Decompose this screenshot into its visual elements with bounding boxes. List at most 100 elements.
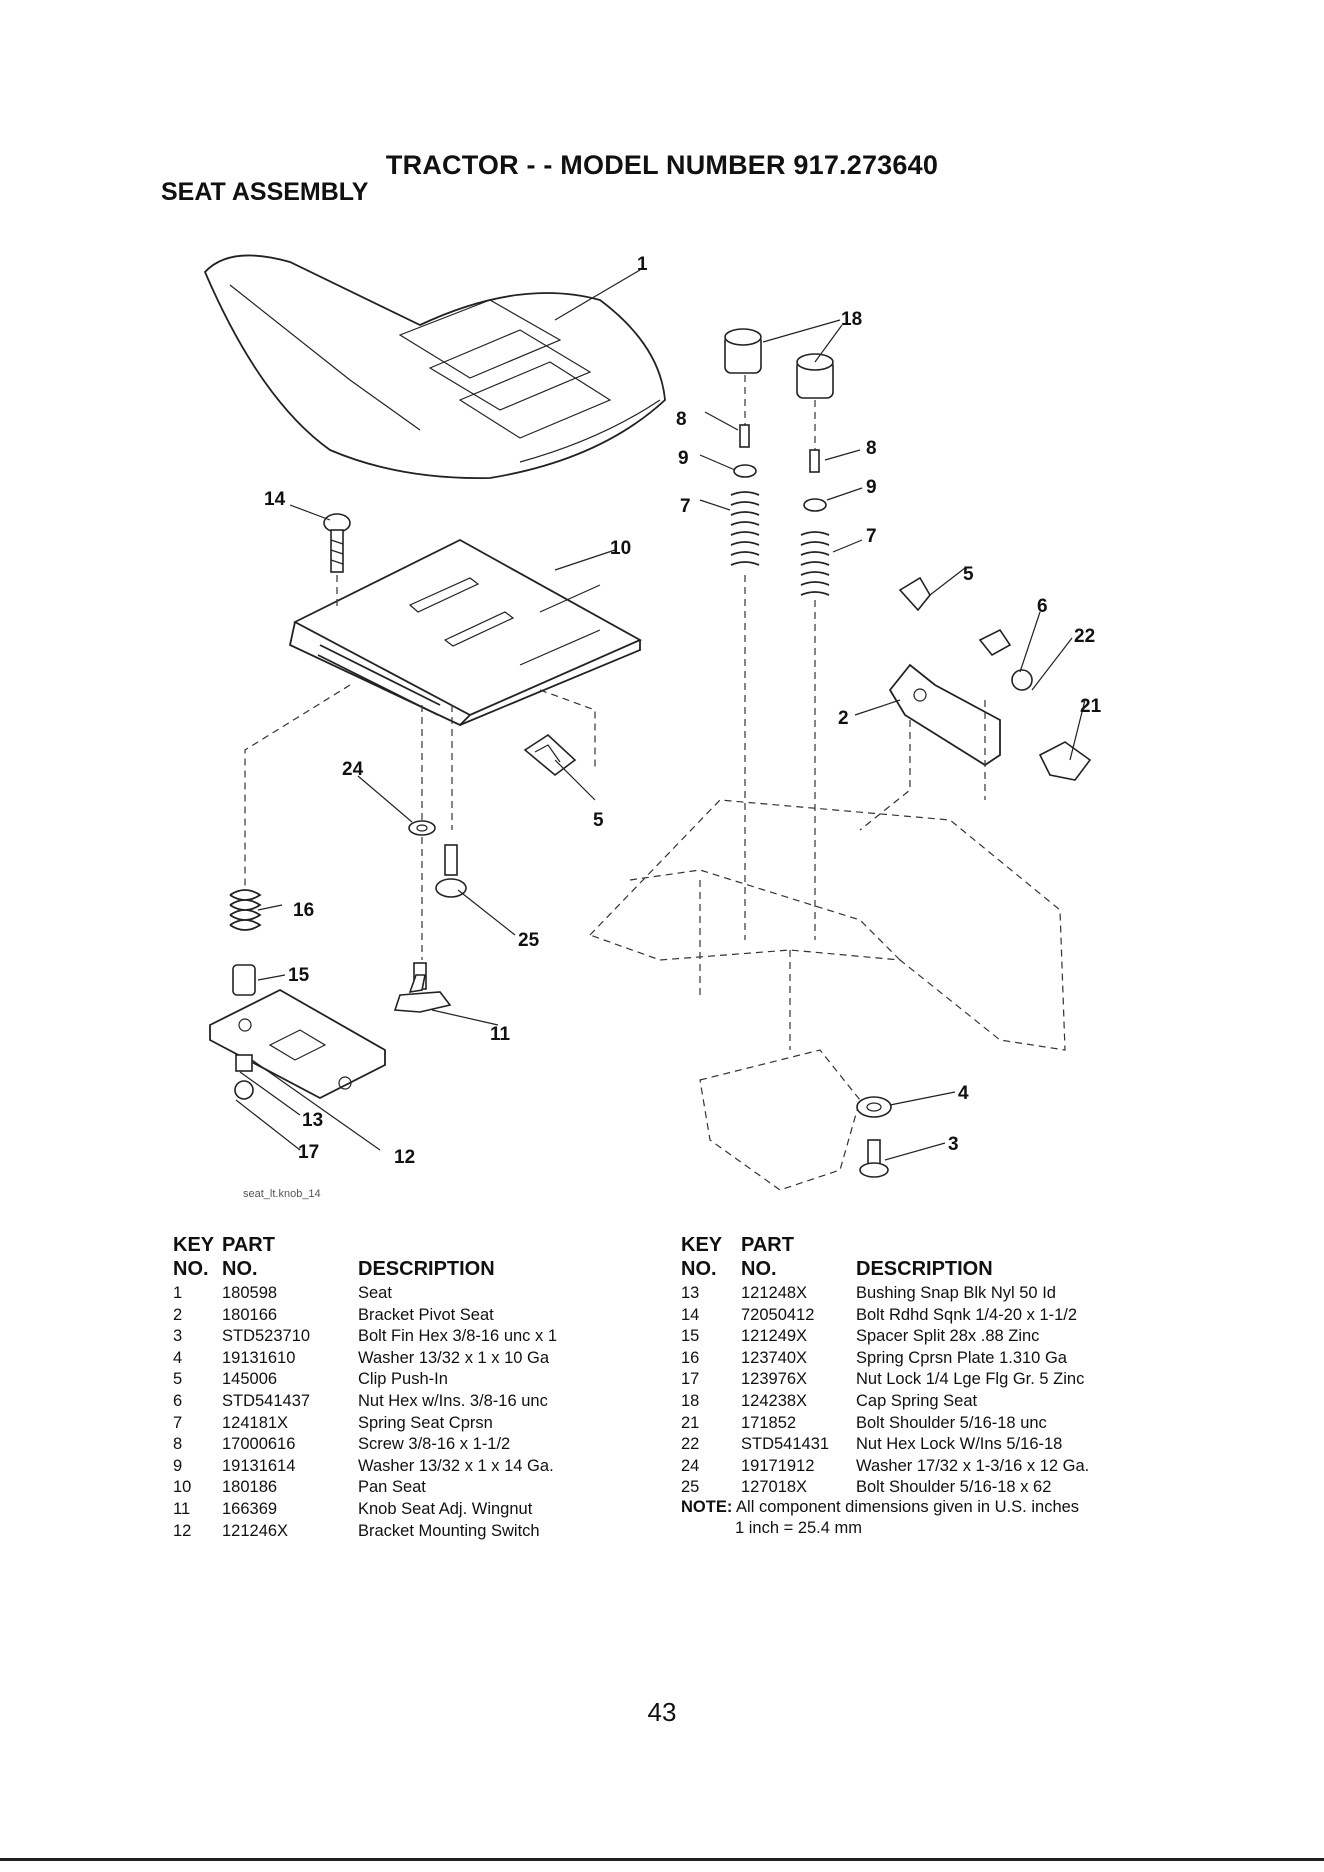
key-no: 14 xyxy=(681,1305,700,1324)
description: Bracket Pivot Seat xyxy=(358,1305,494,1324)
key-no: 7 xyxy=(173,1413,183,1432)
key-no: 4 xyxy=(173,1348,183,1367)
description: Nut Hex w/Ins. 3/8-16 unc xyxy=(358,1391,548,1410)
key-no: 5 xyxy=(173,1370,183,1389)
part-header: PART xyxy=(741,1234,794,1256)
washer-bolt-knob-parts xyxy=(393,705,467,1013)
callout-12: 12 xyxy=(394,1147,415,1168)
callout-14: 14 xyxy=(264,489,286,510)
callout-18: 18 xyxy=(841,309,862,330)
part-no: 121246X xyxy=(222,1521,289,1540)
tractor-frame-outline xyxy=(588,799,1066,1191)
key-no: 8 xyxy=(173,1435,183,1454)
part-no-header: NO. xyxy=(741,1258,777,1280)
part-no: STD541431 xyxy=(741,1435,830,1454)
table-header: KEY NO. PART NO. DESCRIPTION xyxy=(173,1233,623,1281)
diagram-filename: seat_lt.knob_14 xyxy=(243,1188,321,1200)
key-no: 24 xyxy=(681,1456,700,1475)
switch-bracket-parts xyxy=(209,684,386,1100)
callout-13: 13 xyxy=(302,1110,323,1131)
description: Nut Hex Lock W/Ins 5/16-18 xyxy=(856,1435,1063,1454)
callout-15: 15 xyxy=(288,965,310,986)
part-no: 72050412 xyxy=(741,1305,815,1324)
key-no: 1 xyxy=(173,1284,183,1302)
description: Knob Seat Adj. Wingnut xyxy=(358,1499,533,1518)
description: Spring Cprsn Plate 1.310 Ga xyxy=(856,1348,1067,1367)
note-label: NOTE: xyxy=(681,1498,733,1516)
callout-4: 4 xyxy=(958,1083,969,1104)
callout-9b: 9 xyxy=(866,477,877,498)
callout-11: 11 xyxy=(490,1024,511,1045)
part-no: STD541437 xyxy=(222,1391,311,1410)
key-no: 6 xyxy=(173,1391,183,1410)
callout-9: 9 xyxy=(678,448,689,469)
table-row: 1 180598 Seat xyxy=(173,1283,623,1305)
part-no: 180598 xyxy=(222,1284,278,1302)
description: Bolt Rdhd Sqnk 1/4-20 x 1-1/2 xyxy=(856,1305,1078,1324)
key-header: KEY xyxy=(173,1234,215,1256)
key-no: 9 xyxy=(173,1456,183,1475)
callout-8b: 8 xyxy=(866,438,877,459)
description: Washer 13/32 x 1 x 14 Ga. xyxy=(358,1456,554,1475)
pivot-bracket-parts xyxy=(859,576,1092,831)
part-no: 123740X xyxy=(741,1348,808,1367)
callout-leaders xyxy=(235,269,1086,1161)
part-no-header: NO. xyxy=(222,1258,258,1280)
page-number: 43 xyxy=(647,1697,677,1727)
part-no: 124181X xyxy=(222,1413,289,1432)
dimension-note: NOTE: All component dimensions given in … xyxy=(681,1497,1079,1539)
description: Screw 3/8-16 x 1-1/2 xyxy=(358,1435,511,1454)
description-header: DESCRIPTION xyxy=(358,1258,495,1280)
callout-labels: 1 18 8 9 7 8 9 7 5 6 22 21 2 14 10 5 24 … xyxy=(264,254,1102,1168)
callout-21: 21 xyxy=(1080,696,1102,717)
spring-column-parts xyxy=(724,328,834,940)
note-line-2: 1 inch = 25.4 mm xyxy=(735,1519,863,1537)
key-no: 2 xyxy=(173,1305,183,1324)
callout-8: 8 xyxy=(676,409,687,430)
key-no: 17 xyxy=(681,1370,700,1389)
description: Pan Seat xyxy=(358,1478,426,1497)
table-row: 8 17000616 Screw 3/8-16 x 1-1/2 xyxy=(173,1434,623,1456)
part-no: 19131614 xyxy=(222,1456,296,1475)
description: Bolt Shoulder 5/16-18 x 62 xyxy=(856,1478,1052,1497)
table-row: 6 STD541437 Nut Hex w/Ins. 3/8-16 unc xyxy=(173,1391,623,1413)
table-row: 2 180166 Bracket Pivot Seat xyxy=(173,1305,623,1327)
description: Clip Push-In xyxy=(358,1370,448,1389)
key-no: 21 xyxy=(681,1413,700,1432)
table-row: 12 121246X Bracket Mounting Switch xyxy=(173,1521,623,1543)
part-no: 121249X xyxy=(741,1327,808,1346)
bottom-rule xyxy=(0,1858,1324,1861)
description: Seat xyxy=(358,1284,392,1302)
part-no: 123976X xyxy=(741,1370,808,1389)
table-row: 9 19131614 Washer 13/32 x 1 x 14 Ga. xyxy=(173,1456,623,1478)
key-no: 16 xyxy=(681,1348,700,1367)
callout-24: 24 xyxy=(342,759,364,780)
part-no: 180166 xyxy=(222,1305,278,1324)
part-no: 166369 xyxy=(222,1499,278,1518)
key-no: 12 xyxy=(173,1521,192,1540)
key-no: 13 xyxy=(681,1284,700,1302)
description: Bushing Snap Blk Nyl 50 Id xyxy=(856,1284,1056,1302)
section-title: SEAT ASSEMBLY xyxy=(161,178,369,206)
page-title: TRACTOR - - MODEL NUMBER 917.273640 xyxy=(385,150,939,180)
table-row: 16 123740X Spring Cprsn Plate 1.310 Ga xyxy=(681,1348,1161,1370)
callout-5b: 5 xyxy=(593,810,604,831)
callout-10: 10 xyxy=(610,538,631,559)
part-no: 17000616 xyxy=(222,1435,296,1454)
description: Bracket Mounting Switch xyxy=(358,1521,540,1540)
key-no: 11 xyxy=(173,1499,191,1518)
key-no: 15 xyxy=(681,1327,700,1346)
clip-5-left-part xyxy=(523,689,596,777)
